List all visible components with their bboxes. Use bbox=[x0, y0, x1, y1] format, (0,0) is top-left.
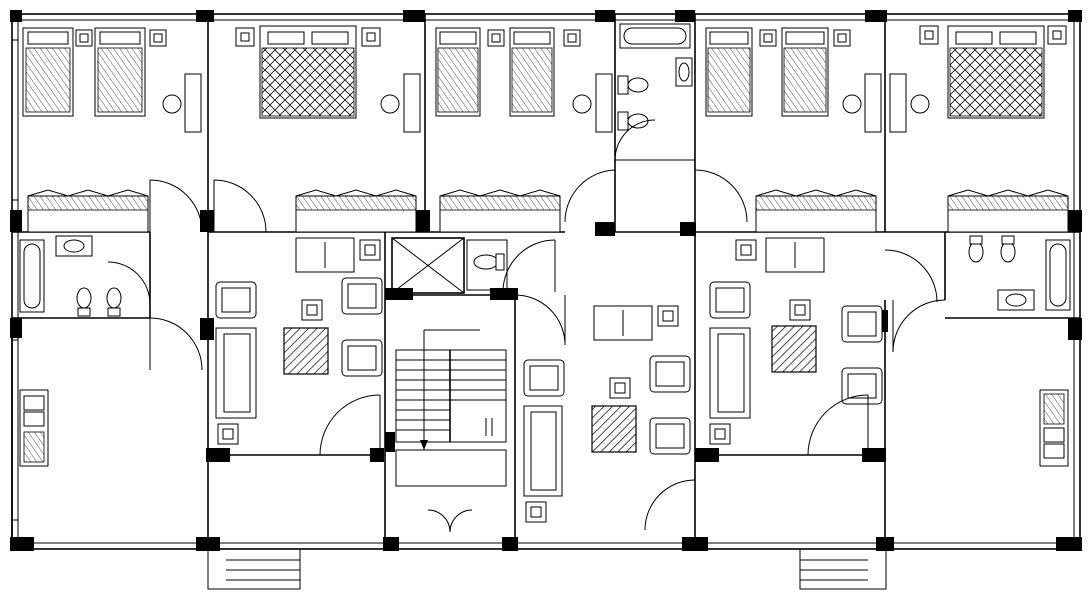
wardrobe bbox=[295, 189, 417, 233]
coffee-table bbox=[771, 325, 817, 373]
wardrobe bbox=[439, 189, 561, 233]
single-bed bbox=[781, 27, 829, 117]
armchair bbox=[709, 281, 883, 405]
double-bed bbox=[947, 25, 1045, 119]
bathtub bbox=[1045, 239, 1071, 311]
bedroom-c bbox=[705, 27, 882, 233]
desk-chair bbox=[842, 73, 882, 133]
kitchen-sink bbox=[1043, 427, 1065, 459]
washbasin bbox=[675, 57, 693, 87]
coffee-table bbox=[283, 327, 329, 375]
entrance-steps bbox=[207, 548, 887, 590]
single-bed bbox=[509, 27, 555, 117]
door-swings bbox=[107, 119, 946, 533]
living-a bbox=[215, 237, 383, 445]
side-table bbox=[525, 305, 679, 523]
bathtub bbox=[619, 23, 691, 49]
nightstand bbox=[487, 29, 581, 47]
wc bbox=[617, 75, 649, 131]
bedroom-a-master bbox=[235, 25, 421, 233]
stove bbox=[23, 431, 45, 463]
windows bbox=[12, 13, 1060, 550]
wc-stair bbox=[473, 253, 505, 271]
side-table bbox=[217, 299, 323, 445]
sofa bbox=[523, 405, 563, 497]
coffee-table bbox=[591, 405, 637, 453]
interior-walls bbox=[11, 14, 1080, 549]
living-b bbox=[523, 305, 691, 523]
bathtub bbox=[19, 239, 45, 313]
single-bed bbox=[22, 27, 74, 117]
bedroom-a bbox=[22, 27, 202, 233]
double-bed bbox=[259, 25, 357, 119]
wc bbox=[76, 287, 122, 317]
single-bed bbox=[94, 27, 146, 117]
side-table bbox=[709, 239, 811, 445]
bathroom-a bbox=[19, 235, 122, 317]
desk-chair bbox=[380, 73, 421, 133]
sofa bbox=[709, 327, 751, 419]
wardrobe bbox=[27, 189, 149, 233]
sofa bbox=[593, 305, 653, 341]
nightstand bbox=[235, 27, 381, 47]
bedroom-d-master bbox=[889, 25, 1069, 233]
kitchen-sink bbox=[23, 395, 45, 427]
side-table bbox=[359, 239, 381, 261]
wardrobe bbox=[947, 189, 1069, 233]
bathroom-d bbox=[968, 235, 1071, 311]
single-bed bbox=[705, 27, 753, 117]
bedroom-b bbox=[435, 27, 613, 233]
sofa bbox=[215, 327, 257, 419]
wardrobe bbox=[755, 189, 877, 233]
nightstand bbox=[919, 25, 1067, 45]
stair bbox=[395, 329, 507, 487]
bathroom-shared bbox=[617, 23, 693, 131]
living-c bbox=[709, 237, 883, 445]
washbasin bbox=[55, 235, 93, 257]
sofa bbox=[295, 237, 355, 273]
nightstand bbox=[759, 29, 851, 47]
kitchen-d bbox=[1039, 389, 1069, 467]
stove bbox=[1043, 393, 1065, 425]
kitchen-a bbox=[19, 389, 49, 467]
desk-chair bbox=[889, 73, 930, 133]
sofa bbox=[765, 237, 825, 273]
columns bbox=[10, 10, 1082, 551]
desk-chair bbox=[572, 73, 613, 133]
washbasin bbox=[997, 289, 1035, 311]
armchair bbox=[523, 355, 691, 455]
single-bed bbox=[435, 27, 481, 117]
wc bbox=[968, 235, 1016, 263]
nightstand bbox=[75, 29, 167, 47]
armchair bbox=[215, 277, 383, 377]
desk-chair bbox=[162, 73, 202, 133]
